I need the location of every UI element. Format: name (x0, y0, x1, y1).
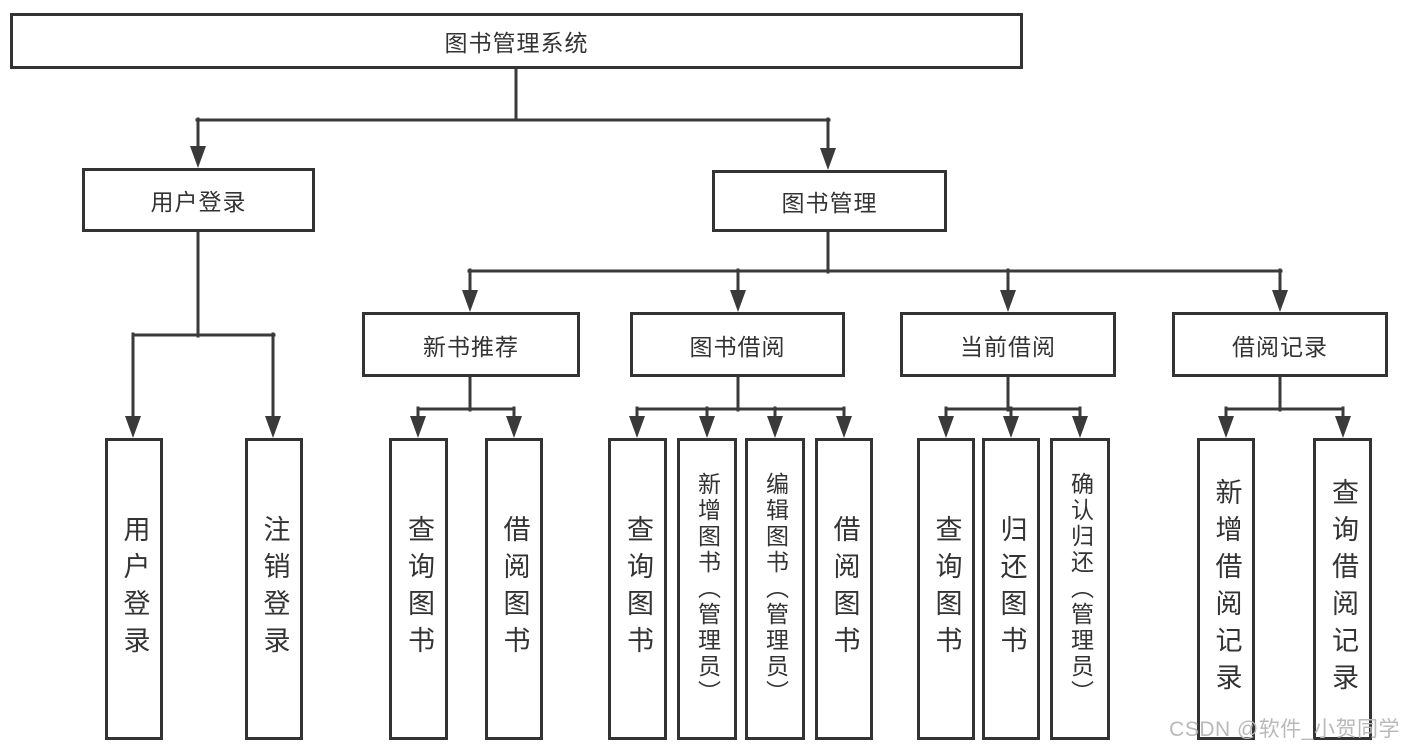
node-label: 借阅图书 (499, 515, 530, 663)
node-query-books-recommend: 查询图书 (389, 438, 448, 740)
node-root-system: 图书管理系统 (10, 13, 1023, 69)
node-label: 用户登录 (150, 189, 247, 215)
node-user-login-group: 用户登录 (82, 168, 315, 232)
node-label: 查询图书 (931, 515, 962, 663)
node-query-books-borrowing: 查询图书 (608, 438, 667, 740)
node-return-books: 归还图书 (982, 438, 1040, 740)
node-add-book-admin: 新增图书（管理员） (677, 438, 737, 740)
node-root-label: 图书管理系统 (444, 30, 589, 56)
node-label: 新书推荐 (423, 333, 519, 360)
node-label: 编辑图书（管理员） (762, 472, 789, 706)
node-logout: 注销登录 (245, 438, 303, 740)
node-borrow-records: 借阅记录 (1172, 312, 1388, 377)
node-label: 借阅记录 (1232, 333, 1328, 360)
node-label: 查询借阅记录 (1328, 478, 1358, 700)
node-label: 图书管理 (781, 190, 878, 216)
node-label: 查询图书 (623, 515, 653, 663)
node-label: 借阅图书 (829, 515, 860, 663)
node-label: 注销登录 (259, 515, 290, 663)
node-borrow-books-borrowing: 借阅图书 (815, 438, 873, 740)
node-label: 当前借阅 (960, 333, 1056, 360)
node-confirm-return-admin: 确认归还（管理员） (1050, 438, 1110, 740)
node-label: 用户登录 (119, 515, 150, 663)
node-query-borrow-record: 查询借阅记录 (1313, 438, 1372, 740)
node-user-login-leaf: 用户登录 (105, 438, 163, 740)
node-borrow-books-recommend: 借阅图书 (485, 438, 543, 740)
node-label: 图书借阅 (689, 333, 786, 360)
node-label: 新增借阅记录 (1211, 478, 1242, 700)
node-label: 归还图书 (996, 515, 1027, 663)
node-book-management: 图书管理 (712, 170, 947, 232)
node-current-borrowing: 当前借阅 (900, 312, 1116, 377)
node-label: 确认归还（管理员） (1067, 472, 1094, 706)
node-label: 查询图书 (404, 515, 434, 663)
node-edit-book-admin: 编辑图书（管理员） (745, 438, 805, 740)
node-query-books-current: 查询图书 (917, 438, 975, 740)
node-book-borrowing: 图书借阅 (630, 312, 845, 377)
node-label: 新增图书（管理员） (694, 472, 721, 706)
node-add-borrow-record: 新增借阅记录 (1197, 438, 1255, 740)
csdn-watermark: CSDN @软件_小贺同学 (1169, 718, 1400, 741)
node-new-book-recommend: 新书推荐 (362, 312, 580, 377)
